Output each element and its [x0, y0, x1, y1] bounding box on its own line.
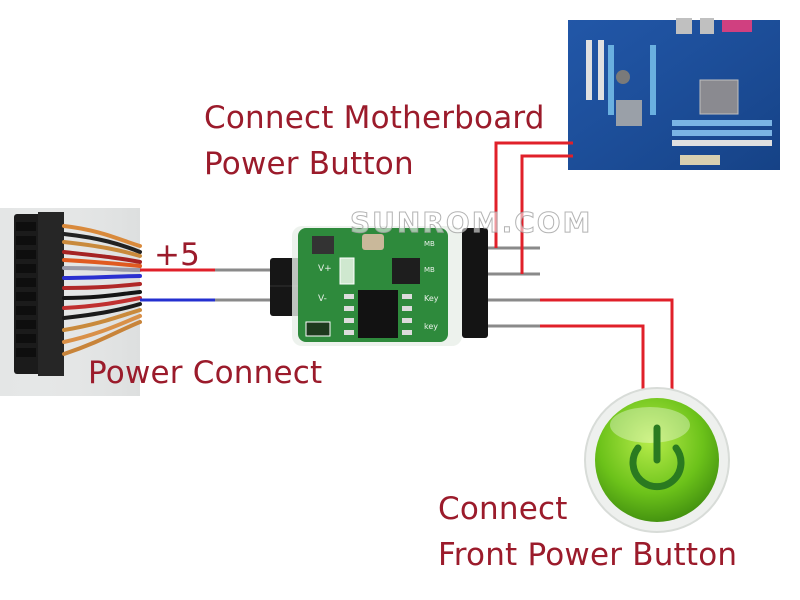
watermark: SUNROM.COM: [349, 206, 593, 240]
module-pin-label-mb2: MB: [424, 266, 435, 274]
label-motherboard-line2: Power Button: [204, 146, 414, 182]
label-motherboard-line1: Connect Motherboard: [204, 100, 545, 136]
module-output-header: [462, 228, 540, 338]
module-input-label-vplus: V+: [318, 264, 332, 274]
module-pin-label-mb1: MB: [424, 240, 435, 248]
front-button-wires: [540, 298, 674, 393]
label-front-line2: Front Power Button: [438, 537, 738, 573]
motherboard-wires: [494, 141, 573, 274]
module-pin-label-key2: key: [424, 322, 439, 331]
label-power-connect: Power Connect: [88, 355, 323, 391]
atx-connector: [0, 208, 142, 396]
front-power-button: [584, 387, 730, 533]
label-plus5: +5: [154, 237, 201, 273]
motherboard: [568, 18, 780, 170]
switch-module: [292, 226, 462, 346]
label-front-line1: Connect: [438, 491, 568, 527]
module-input-label-vminus: V-: [318, 294, 327, 304]
power-icon: [629, 444, 685, 491]
module-pin-label-key1: Key: [424, 294, 439, 303]
